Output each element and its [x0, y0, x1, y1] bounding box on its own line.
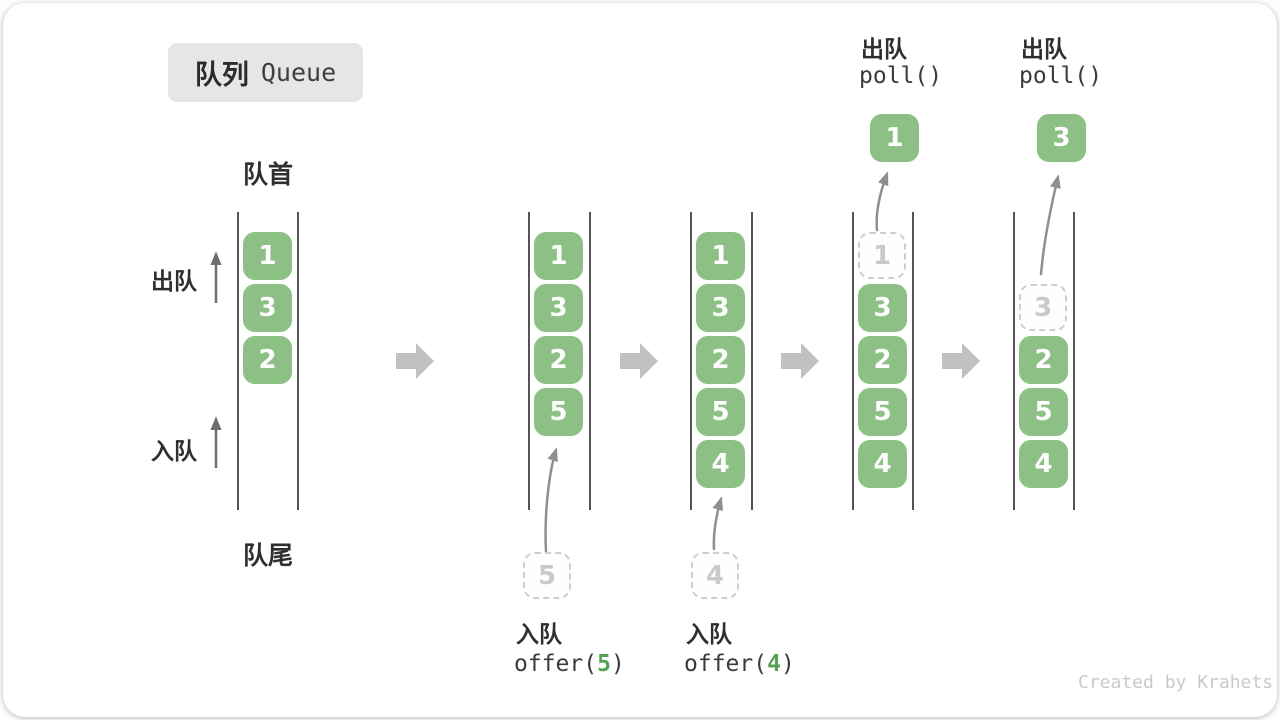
queue3-box: 1: [696, 232, 745, 280]
queue5-op-label: 出队: [1021, 37, 1067, 63]
queue5-left-wall: [1013, 212, 1015, 510]
queue2-box: 1: [534, 232, 583, 280]
queue5-right-wall: [1073, 212, 1075, 510]
queue2-op-code: offer(5): [514, 651, 625, 677]
enqueue-side-label: 入队: [151, 439, 197, 465]
queue4-box: 5: [858, 388, 907, 436]
queue3-op-label: 入队: [686, 622, 732, 648]
rear-label: 队尾: [243, 541, 294, 570]
front-label: 队首: [243, 160, 294, 189]
title-en: Queue: [260, 58, 337, 87]
queue1-box: 3: [243, 284, 292, 332]
code-arg: 5: [597, 651, 611, 677]
queue2-op-label: 入队: [516, 622, 562, 648]
queue3-op-code: offer(4): [684, 651, 795, 677]
queue4-box: 4: [858, 440, 907, 488]
queue4-box: 3: [858, 284, 907, 332]
queue2-box: 2: [534, 336, 583, 384]
queue4-ghost-box: 1: [858, 232, 906, 279]
title-badge: 队列 Queue: [168, 43, 363, 102]
code-post: ): [780, 651, 795, 677]
queue1-box: 1: [243, 232, 292, 280]
queue3-box: 5: [696, 388, 745, 436]
queue4-op-code: poll(): [859, 63, 943, 89]
queue5-ghost-box: 3: [1019, 284, 1067, 331]
code-pre: offer(: [684, 651, 768, 677]
queue1-box: 2: [243, 336, 292, 384]
queue5-extracted-box: 3: [1037, 114, 1086, 162]
queue2-pending-box: 5: [523, 552, 571, 599]
queue1-left-wall: [237, 212, 239, 510]
queue3-right-wall: [751, 212, 753, 510]
queue4-extracted-box: 1: [870, 114, 919, 162]
queue5-box: 5: [1019, 388, 1068, 436]
queue3-pending-box: 4: [691, 552, 739, 599]
queue2-box: 5: [534, 388, 583, 436]
queue2-box: 3: [534, 284, 583, 332]
queue4-right-wall: [912, 212, 914, 510]
queue1-right-wall: [297, 212, 299, 510]
title-zh: 队列: [194, 60, 249, 91]
code-pre: offer(: [514, 651, 598, 677]
queue4-left-wall: [852, 212, 854, 510]
queue2-right-wall: [589, 212, 591, 510]
queue3-box: 2: [696, 336, 745, 384]
queue2-left-wall: [528, 212, 530, 510]
queue4-box: 2: [858, 336, 907, 384]
watermark: Created by Krahets: [1078, 672, 1274, 693]
code-post: ): [610, 651, 625, 677]
queue3-box: 4: [696, 440, 745, 488]
queue4-op-label: 出队: [861, 37, 907, 63]
code-arg: 4: [767, 651, 781, 677]
queue3-left-wall: [690, 212, 692, 510]
figure-card: [3, 3, 1277, 717]
queue5-box: 2: [1019, 336, 1068, 384]
dequeue-side-label: 出队: [151, 269, 197, 295]
queue5-op-code: poll(): [1019, 63, 1103, 89]
queue5-box: 4: [1019, 440, 1068, 488]
queue3-box: 3: [696, 284, 745, 332]
